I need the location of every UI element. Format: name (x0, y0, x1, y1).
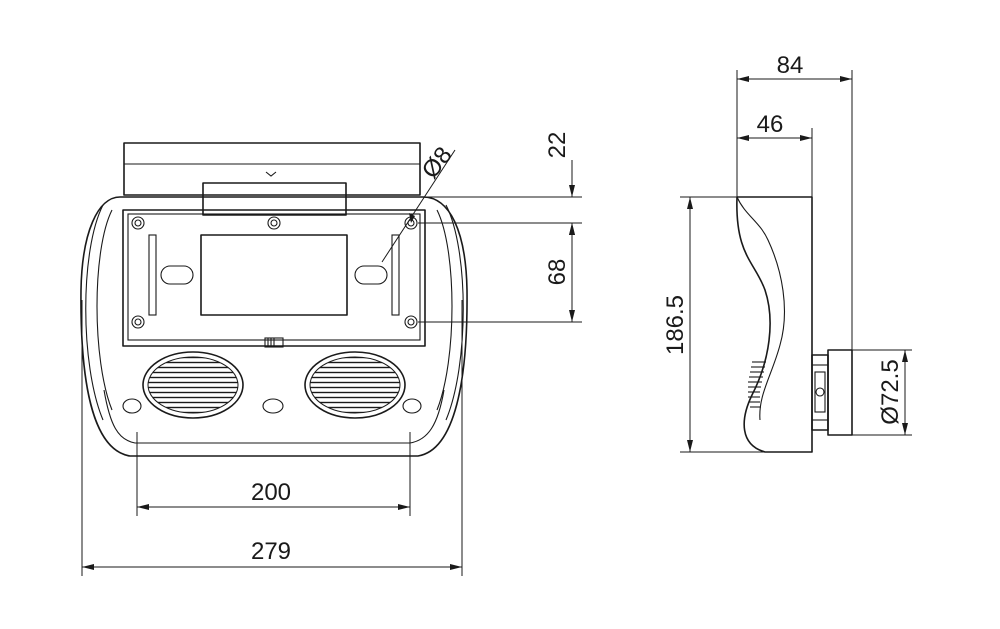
side-view: 84 46 186.5 Ø72.5 (662, 52, 912, 453)
hinge-block (202, 182, 347, 216)
dim-speaker-spacing: 200 (251, 479, 291, 506)
side-body (736, 196, 813, 453)
top-plate (123, 142, 421, 196)
mounting-holes (131, 216, 418, 329)
front-view: 200 279 Ø8 22 68 (80, 132, 582, 576)
center-panel (200, 234, 348, 316)
dim-height: 186.5 (662, 295, 689, 355)
dim-hole-diameter: Ø8 (417, 142, 458, 184)
housing-outline (80, 196, 468, 457)
speaker-right (304, 351, 406, 419)
dim-hole-spacing: 68 (544, 259, 571, 286)
dim-depth-total: 84 (777, 52, 804, 79)
mount-bracket (811, 349, 853, 436)
dim-depth-body: 46 (757, 111, 784, 138)
speaker-left (142, 351, 244, 419)
dim-top-offset: 22 (544, 132, 571, 159)
dim-total-width: 279 (251, 538, 291, 565)
dim-mount-diameter: Ø72.5 (877, 359, 904, 424)
screen-frame (122, 209, 426, 347)
side-ribs (748, 361, 766, 408)
